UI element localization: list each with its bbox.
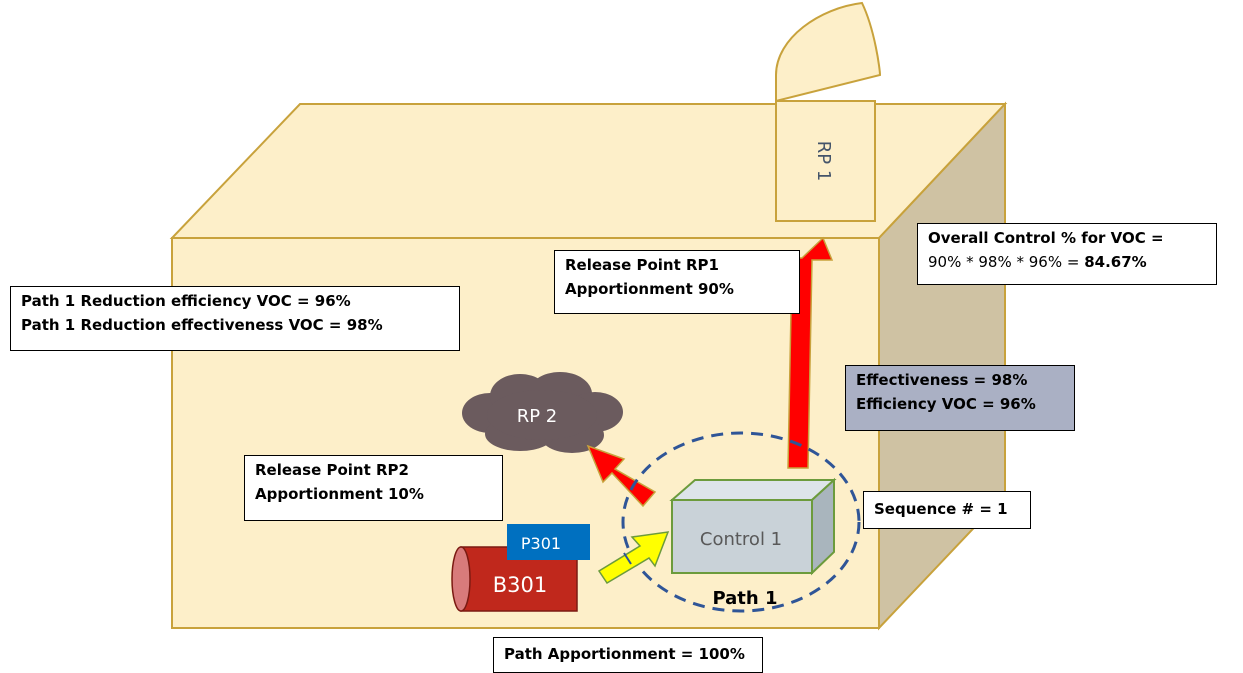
path-circle: [621, 431, 861, 613]
overall-control-box: Overall Control % for VOC = 90% * 98% * …: [917, 223, 1217, 285]
effectiveness-text: Effectiveness = 98%: [856, 371, 1028, 389]
path-apportionment-text: Path Apportionment = 100%: [504, 645, 745, 663]
sequence-text: Sequence # = 1: [874, 500, 1008, 518]
efficiency-text: Efficiency VOC = 96%: [856, 395, 1036, 413]
rp2-release-arrow: [586, 444, 657, 508]
overall-control-formula: 90% * 98% * 96% = 84.67%: [928, 253, 1147, 271]
path-effectiveness-text: Path 1 Reduction effectiveness VOC = 98%: [21, 316, 383, 334]
feed-arrow-divider: [623, 552, 632, 565]
overall-control-title: Overall Control % for VOC =: [928, 229, 1164, 247]
rp1-label: RP 1: [813, 141, 834, 182]
release-rp2-box: Release Point RP2 Apportionment 10%: [244, 455, 503, 521]
release-rp1-apportionment: Apportionment 90%: [565, 280, 734, 298]
rp2-label: RP 2: [517, 406, 558, 427]
release-rp1-box: Release Point RP1 Apportionment 90%: [554, 250, 800, 314]
path-efficiency-text: Path 1 Reduction efficiency VOC = 96%: [21, 292, 351, 310]
control-box-top: [669, 479, 837, 501]
release-rp2-apportionment: Apportionment 10%: [255, 485, 424, 503]
control-box-front: [671, 499, 813, 574]
sequence-box: Sequence # = 1: [863, 491, 1031, 529]
overall-control-result: 84.67%: [1084, 253, 1147, 271]
tank-end: [451, 546, 471, 612]
building-top: [169, 103, 1008, 239]
release-rp2-title: Release Point RP2: [255, 461, 409, 479]
path-reduction-box: Path 1 Reduction efficiency VOC = 96% Pa…: [10, 286, 460, 351]
p301-tag: [507, 524, 590, 560]
rp1-stack-body: [775, 100, 876, 222]
control-label: Control 1: [700, 529, 782, 550]
path-apportionment-box: Path Apportionment = 100%: [493, 637, 763, 673]
effectiveness-box: Effectiveness = 98% Efficiency VOC = 96%: [845, 365, 1075, 431]
release-rp1-title: Release Point RP1: [565, 256, 719, 274]
rp1-stack-cap: [775, 1, 882, 103]
path-label: Path 1: [712, 588, 777, 609]
tank-label: B301: [493, 573, 548, 597]
p301-label: P301: [521, 534, 561, 553]
feed-arrow: [597, 531, 670, 585]
rp2-cloud: [462, 372, 623, 453]
